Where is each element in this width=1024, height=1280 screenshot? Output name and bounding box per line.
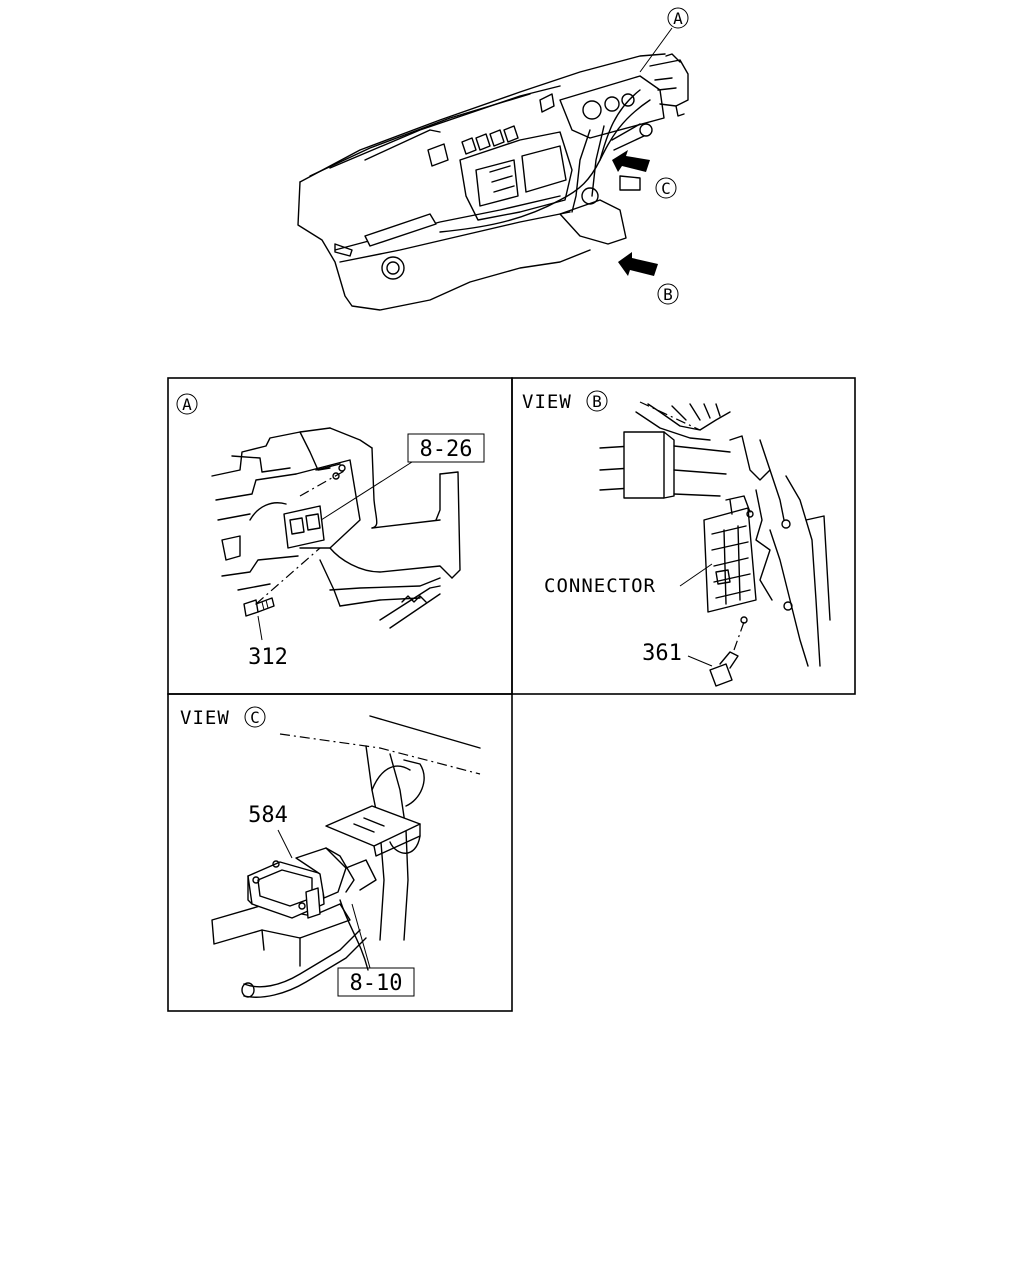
- panel-b-part-number: 361: [642, 641, 682, 666]
- sensor-584: [247, 847, 355, 919]
- panel-a-part-number: 312: [248, 645, 288, 670]
- callout-b: B: [657, 283, 679, 305]
- panel-c-ref-label: 8-10: [350, 971, 403, 996]
- connector-label: CONNECTOR: [544, 575, 656, 597]
- connector-block: [703, 495, 757, 624]
- panel-a: A 8-26: [176, 393, 485, 670]
- callout-a-letter: A: [673, 9, 683, 28]
- panel-c-ref-box: [337, 967, 415, 997]
- panel-c: VIEW C: [180, 706, 481, 998]
- callout-b-letter: B: [663, 285, 673, 304]
- view-c-arrow: [612, 150, 650, 172]
- panel-c-frame: [167, 693, 513, 1012]
- bolt-361: [709, 651, 739, 687]
- callout-a: A: [667, 7, 689, 29]
- panel-b-frame: [511, 377, 856, 695]
- panel-b: VIEW B CONNE: [522, 390, 831, 687]
- dashboard-overview: [297, 27, 689, 311]
- bolt-312: [243, 597, 275, 617]
- panel-c-title-letter: C: [250, 708, 260, 727]
- panel-c-title-word: VIEW: [180, 707, 230, 729]
- panel-a-title-letter: A: [182, 395, 192, 414]
- panel-a-ref-label: 8-26: [420, 437, 473, 462]
- panel-b-title-word: VIEW: [522, 391, 572, 413]
- callout-c: C: [655, 177, 677, 199]
- panel-a-ref-box: [407, 433, 485, 463]
- callout-c-letter: C: [661, 179, 671, 198]
- panel-b-title-letter: B: [592, 392, 602, 411]
- panel-c-part-number: 584: [248, 803, 288, 828]
- view-b-arrow: [618, 252, 658, 276]
- panel-a-frame: [167, 377, 513, 695]
- relay-block: [283, 505, 325, 549]
